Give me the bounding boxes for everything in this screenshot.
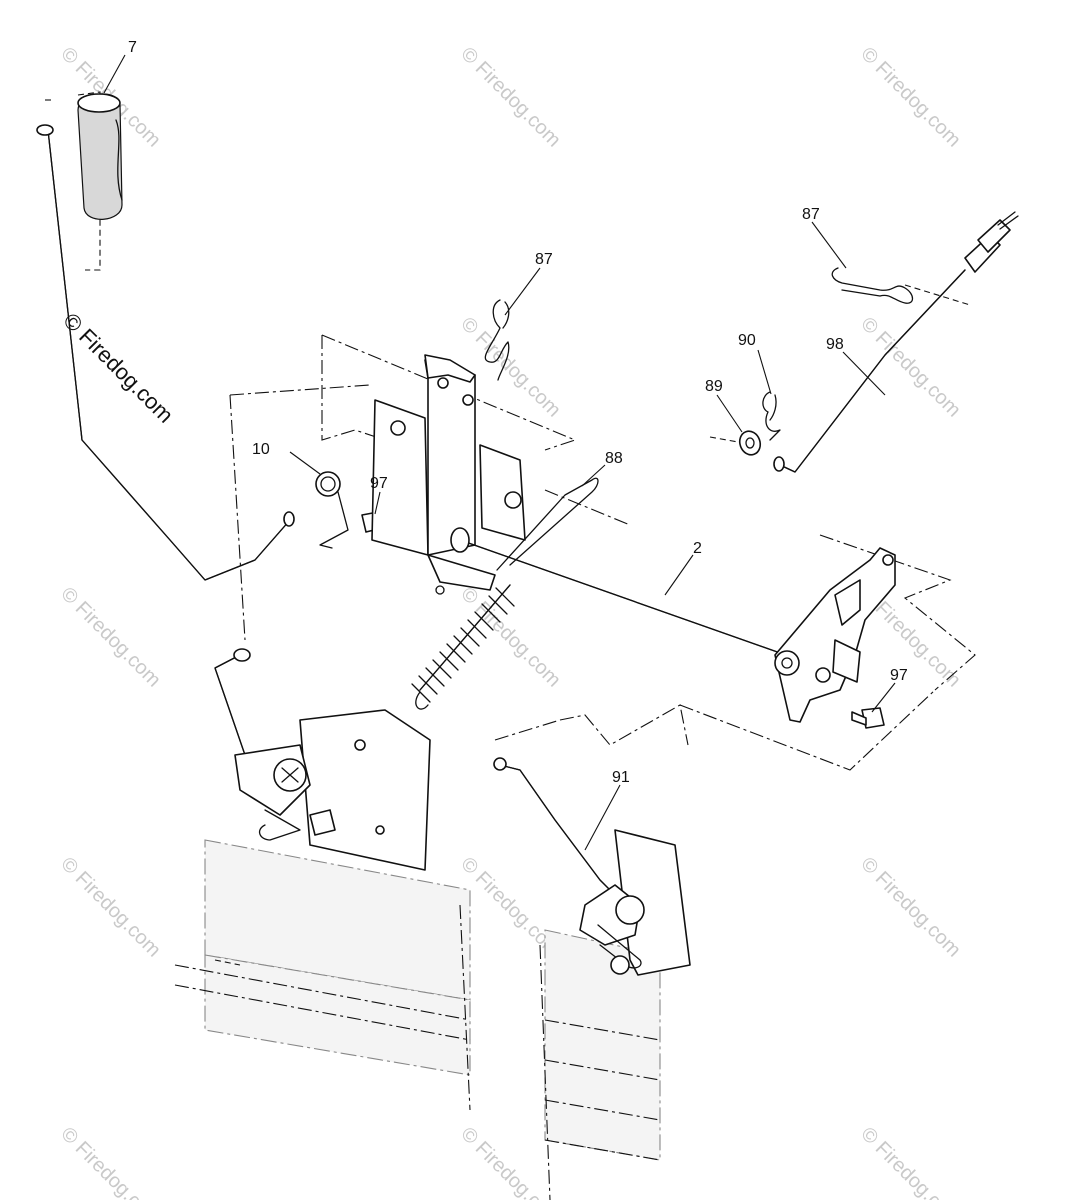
callout-88: 88: [605, 450, 623, 467]
lift-lever-rod: [36, 124, 295, 581]
callout-7: 7: [128, 39, 137, 56]
callout-2: 2: [693, 540, 702, 557]
bolt-right: [851, 707, 885, 729]
callout-leaders: [103, 54, 896, 851]
watermark-text: © Firedog.com: [56, 853, 165, 962]
callout-labels: 7 10 97 87 88 2 97 87 90 89 98 91: [128, 39, 908, 786]
watermark-text: © Firedog.com: [456, 43, 565, 152]
callout-98: 98: [826, 336, 844, 353]
callout-97-right: 97: [890, 667, 908, 684]
watermark-text: © Firedog.com: [856, 313, 965, 422]
hairpin-clip-small: [762, 391, 781, 441]
callout-97-left: 97: [370, 475, 388, 492]
callout-89: 89: [705, 378, 723, 395]
assembly-outlines: [45, 91, 976, 771]
torsion-spring: [315, 471, 349, 549]
lift-rod-lower: [493, 757, 691, 976]
watermark-text: © Firedog.com: [456, 583, 565, 692]
callout-90: 90: [738, 332, 756, 349]
washer: [738, 430, 762, 456]
watermark-foreground: © Firedog.com: [58, 308, 178, 428]
lift-link-rod: [773, 211, 1019, 473]
lift-linkage-left: [214, 648, 431, 871]
watermark-text: © Firedog.com: [856, 1123, 965, 1200]
spring-hook: [496, 477, 599, 571]
watermark-text: © Firedog.com: [56, 1123, 165, 1200]
hairpin-clip-center: [484, 299, 510, 381]
lift-arm-right: [774, 547, 896, 723]
lift-shaft: [450, 527, 801, 661]
watermark-text: © Firedog.com: [56, 583, 165, 692]
callout-10: 10: [252, 441, 270, 458]
callout-87-center: 87: [535, 251, 553, 268]
handle-grip: [77, 93, 123, 220]
watermark-text: © Firedog.com: [856, 853, 965, 962]
callout-91: 91: [612, 769, 630, 786]
frame-outline: [174, 839, 661, 1200]
watermark-text: © Firedog.com: [856, 43, 965, 152]
callout-87-right: 87: [802, 206, 820, 223]
extension-spring: [411, 584, 515, 710]
hairpin-clip-right: [831, 267, 914, 304]
mounting-bracket: [371, 354, 526, 595]
